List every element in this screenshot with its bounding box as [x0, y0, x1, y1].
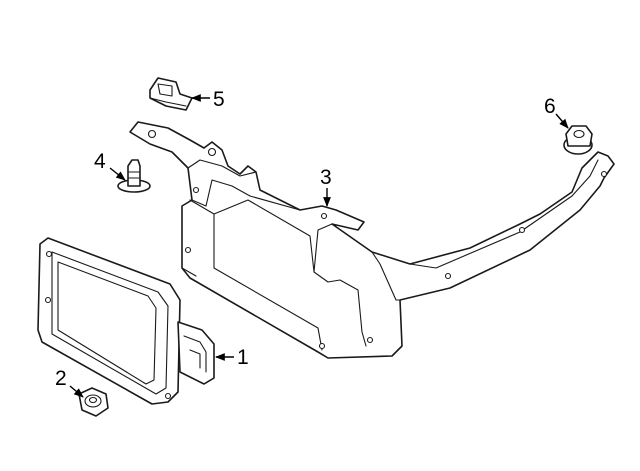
callout-5: 5 [213, 88, 225, 111]
callout-3: 3 [320, 166, 332, 189]
leader-4 [109, 167, 126, 181]
callout-2: 2 [55, 367, 67, 390]
clip-nut [149, 77, 193, 111]
mounting-bracket [129, 121, 615, 359]
grommet [563, 125, 593, 155]
leader-2 [69, 385, 84, 398]
callout-4: 4 [94, 150, 106, 173]
leader-6 [555, 113, 569, 129]
hex-nut [78, 387, 109, 417]
push-pin-stud [117, 159, 151, 193]
callout-1: 1 [237, 346, 249, 369]
radar-sensor-module [37, 237, 215, 405]
callout-6: 6 [544, 95, 556, 118]
